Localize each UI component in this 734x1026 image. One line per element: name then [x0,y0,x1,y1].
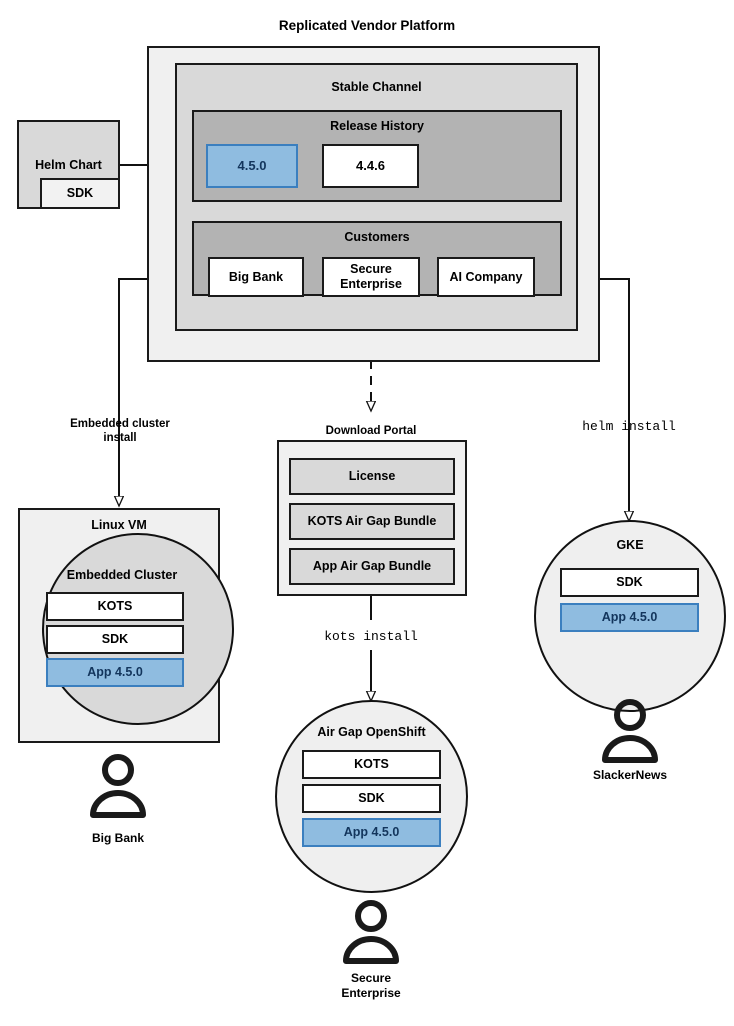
gke-component-sdk[interactable]: SDK [560,568,699,597]
edge-label-line-2: install [103,432,137,445]
release-item-4-4-6[interactable]: 4.4.6 [322,144,419,188]
air-gap-component-kots[interactable]: KOTS [302,750,441,779]
linux-vm-title: Linux VM [91,518,147,532]
gke-title: GKE [616,538,644,552]
page-title: Replicated Vendor Platform [278,18,456,33]
linux-vm-component-sdk[interactable]: SDK [46,625,184,654]
air-gap-openshift-title: Air Gap OpenShift [317,725,426,739]
persona-label-big-bank: Big Bank [91,831,144,845]
customer-secure-enterprise[interactable]: Secure Enterprise [322,257,420,297]
download-portal-title: Download Portal [325,425,417,437]
persona-icon-big-bank-wrap [90,754,146,818]
persona-icon-slackernews-wrap [602,699,658,763]
edge-label-embedded-cluster-install: Embedded cluster install [44,417,196,445]
customer-ai-company[interactable]: AI Company [437,257,535,297]
persona-icon-secure-enterprise-wrap [343,900,399,964]
customers-title: Customers [344,230,410,244]
release-item-4-5-0[interactable]: 4.5.0 [206,144,298,188]
air-gap-component-app[interactable]: App 4.5.0 [302,818,441,847]
persona-label-slackernews: SlackerNews [592,768,668,782]
artifact-kots-air-gap-bundle[interactable]: KOTS Air Gap Bundle [289,503,455,540]
persona-label-line-1: Secure [350,971,392,985]
release-history-title: Release History [330,119,424,133]
edge-label-helm-install: helm install [582,419,676,434]
artifact-license[interactable]: License [289,458,455,495]
stable-channel-title: Stable Channel [331,80,422,94]
embedded-cluster-title: Embedded Cluster [66,568,178,582]
helm-chart-label: Helm Chart [35,158,102,172]
persona-label-line-2: Enterprise [341,985,401,1000]
person-icon [343,900,399,964]
edge-label-line-1: Embedded cluster [70,418,170,430]
helm-chart-sdk-box[interactable]: SDK [40,178,120,209]
gke-component-app[interactable]: App 4.5.0 [560,603,699,632]
persona-label-secure-enterprise: Secure Enterprise [281,971,461,1000]
linux-vm-component-app[interactable]: App 4.5.0 [46,658,184,687]
customer-big-bank[interactable]: Big Bank [208,257,304,297]
person-icon [602,699,658,763]
air-gap-component-sdk[interactable]: SDK [302,784,441,813]
edge-label-kots-install: kots install [324,629,418,644]
linux-vm-component-kots[interactable]: KOTS [46,592,184,621]
artifact-app-air-gap-bundle[interactable]: App Air Gap Bundle [289,548,455,585]
person-icon [90,754,146,818]
